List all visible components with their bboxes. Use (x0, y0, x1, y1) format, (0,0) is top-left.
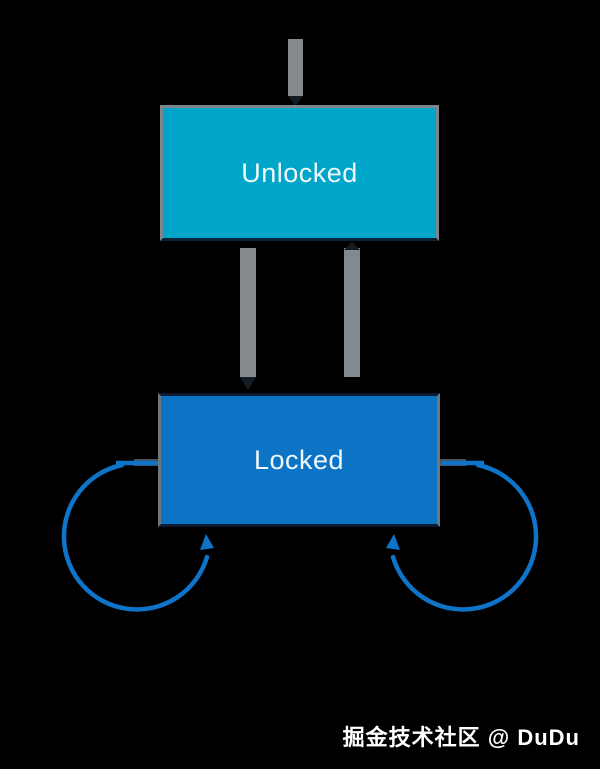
self-loop-right-arrowhead (386, 534, 400, 550)
unlock-transition-arrowhead (344, 242, 360, 250)
initial-transition-edge (288, 39, 303, 96)
initial-transition-arrowhead (288, 96, 303, 106)
self-loop-left-arc (61, 462, 210, 612)
lock-transition-edge (240, 248, 256, 377)
state-locked-label: Locked (253, 444, 345, 475)
state-unlocked: Unlocked (160, 105, 439, 241)
self-loop-left-arrowhead (200, 534, 214, 550)
self-loop-right-arc (390, 462, 539, 612)
state-unlocked-label: Unlocked (241, 157, 358, 188)
lock-transition-arrowhead (240, 377, 256, 390)
watermark-text: 掘金技术社区 @ DuDu (342, 725, 580, 750)
state-locked: Locked (158, 393, 440, 527)
unlock-transition-edge (344, 248, 360, 377)
